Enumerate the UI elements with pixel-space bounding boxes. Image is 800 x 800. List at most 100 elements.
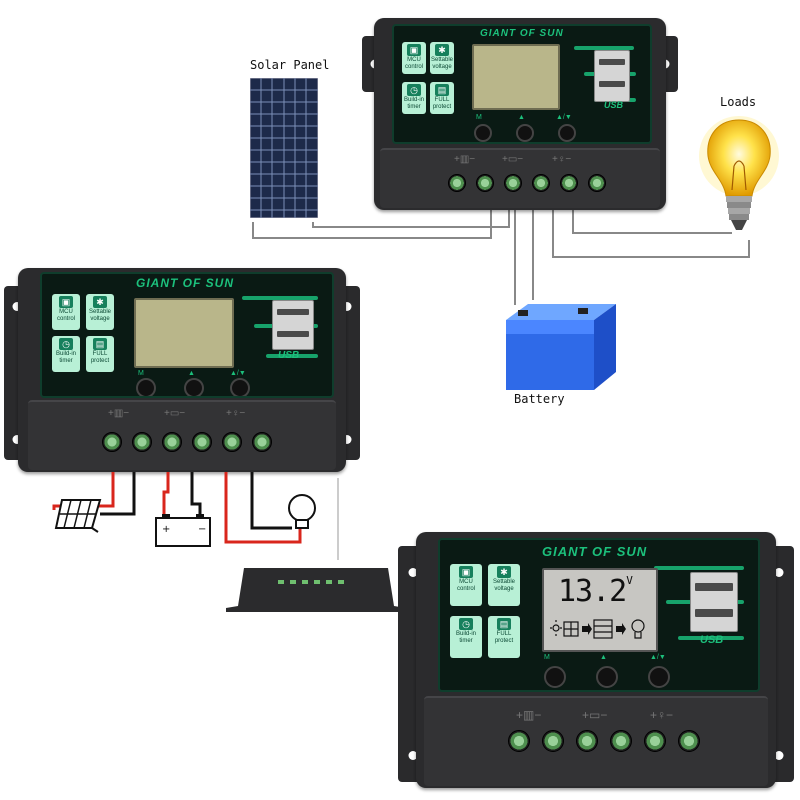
brand-label: GIANT OF SUN — [480, 28, 564, 39]
feature-tile-protect: ▤FULL protect — [430, 82, 454, 114]
down-button[interactable] — [558, 124, 576, 142]
button-label: M — [138, 370, 144, 377]
terminal-screw[interactable] — [162, 432, 182, 452]
usb-port[interactable] — [272, 300, 314, 350]
terminal-screw[interactable] — [192, 432, 212, 452]
front-panel: GIANT OF SUN ▣MCU control ✱Settable volt… — [438, 538, 760, 692]
battery-label: Battery — [514, 392, 565, 406]
terminal-screw[interactable] — [102, 432, 122, 452]
lcd-screen: 13.2V — [542, 568, 658, 652]
brand-label: GIANT OF SUN — [542, 544, 647, 559]
wire — [514, 200, 516, 305]
wire — [552, 256, 750, 258]
load-terminal-symbol: +♀− — [552, 154, 571, 165]
terminal-screw[interactable] — [560, 174, 578, 192]
solar-terminal-symbol: +▥− — [108, 408, 129, 419]
usb-port[interactable] — [594, 50, 630, 102]
terminal-screw[interactable] — [132, 432, 152, 452]
gear-icon: ✱ — [435, 44, 449, 56]
terminal-screw[interactable] — [588, 174, 606, 192]
feature-tile-mcu: ▣MCU control — [450, 564, 482, 606]
solar-terminal-symbol: +▥− — [454, 154, 475, 165]
svg-text:−: − — [198, 524, 206, 535]
up-button[interactable] — [596, 666, 618, 688]
load-terminal-symbol: +♀− — [226, 408, 245, 419]
feature-tile-timer: ◷Build-in timer — [450, 616, 482, 658]
mini-bulb-icon — [289, 495, 315, 528]
charge-controller-bottom: GIANT OF SUN ▣MCU control ✱Settable volt… — [398, 532, 794, 788]
lcd-screen — [134, 298, 234, 368]
svg-text:+: + — [162, 524, 170, 535]
lock-icon: ▤ — [497, 618, 511, 630]
terminal-screw[interactable] — [222, 432, 242, 452]
terminal-screw[interactable] — [504, 174, 522, 192]
lock-icon: ▤ — [435, 84, 449, 96]
down-button[interactable] — [648, 666, 670, 688]
clock-icon: ◷ — [459, 618, 473, 630]
gear-icon: ✱ — [497, 566, 511, 578]
chip-icon: ▣ — [407, 44, 421, 56]
charge-controller-left: GIANT OF SUN ▣MCU control ✱Settable volt… — [4, 268, 360, 472]
menu-button[interactable] — [544, 666, 566, 688]
voltage-readout: 13.2V — [558, 574, 632, 609]
feature-tile-timer: ◷Build-in timer — [402, 82, 426, 114]
wire — [532, 200, 534, 300]
terminal-screw[interactable] — [678, 730, 700, 752]
button-label: ▲/▼ — [556, 114, 572, 121]
terminal-cover-side-view — [226, 560, 406, 614]
clock-icon: ◷ — [407, 84, 421, 96]
charge-controller-top: GIANT OF SUN ▣MCU control ✱Settable volt… — [362, 18, 678, 210]
light-bulb-icon — [698, 110, 780, 245]
battery-terminal-symbol: +▭− — [164, 408, 185, 419]
gear-icon: ✱ — [93, 296, 107, 308]
clock-icon: ◷ — [59, 338, 73, 350]
feature-tile-protect: ▤FULL protect — [86, 336, 114, 372]
lcd-screen — [472, 44, 560, 110]
feature-tile-mcu: ▣MCU control — [402, 42, 426, 74]
chip-icon: ▣ — [59, 296, 73, 308]
usb-port[interactable] — [690, 572, 738, 632]
terminal-screw[interactable] — [448, 174, 466, 192]
terminal-screw[interactable] — [252, 432, 272, 452]
terminal-screw[interactable] — [532, 174, 550, 192]
battery-terminal-symbol: +▭− — [502, 154, 523, 165]
up-button[interactable] — [184, 378, 204, 398]
feature-tile-voltage: ✱Settable voltage — [430, 42, 454, 74]
terminal-screw[interactable] — [542, 730, 564, 752]
solar-panel-label: Solar Panel — [250, 58, 329, 72]
button-label: ▲/▼ — [650, 654, 666, 661]
front-panel: GIANT OF SUN ▣MCU control ✱Settable volt… — [40, 272, 334, 398]
feature-tile-timer: ◷Build-in timer — [52, 336, 80, 372]
mini-solar-panel-icon — [56, 500, 100, 532]
wiring-diagram: + − — [0, 470, 360, 560]
terminal-screw[interactable] — [576, 730, 598, 752]
battery-terminal-symbol: +▭− — [582, 708, 607, 722]
up-button[interactable] — [516, 124, 534, 142]
menu-button[interactable] — [136, 378, 156, 398]
terminal-screw[interactable] — [476, 174, 494, 192]
mini-battery-icon: + − — [156, 514, 210, 546]
solar-terminal-symbol: +▥− — [516, 708, 541, 722]
usb-label: USB — [278, 350, 299, 361]
terminal-screw[interactable] — [644, 730, 666, 752]
terminal-screw[interactable] — [610, 730, 632, 752]
lcd-status-icons — [550, 616, 650, 644]
button-label: ▲ — [188, 370, 195, 377]
menu-button[interactable] — [474, 124, 492, 142]
down-button[interactable] — [230, 378, 250, 398]
brand-label: GIANT OF SUN — [136, 276, 234, 290]
chip-icon: ▣ — [459, 566, 473, 578]
solar-panel-icon — [250, 78, 318, 218]
front-panel: GIANT OF SUN ▣MCU control ✱Settable volt… — [392, 24, 652, 144]
feature-tile-protect: ▤FULL protect — [488, 616, 520, 658]
feature-tile-voltage: ✱Settable voltage — [86, 294, 114, 330]
usb-label: USB — [604, 100, 623, 110]
voltage-unit: V — [626, 574, 632, 587]
feature-tile-voltage: ✱Settable voltage — [488, 564, 520, 606]
usb-label: USB — [700, 634, 723, 646]
accent-stripe — [654, 566, 744, 570]
lock-icon: ▤ — [93, 338, 107, 350]
terminal-screw[interactable] — [508, 730, 530, 752]
wire — [252, 237, 492, 239]
feature-tile-mcu: ▣MCU control — [52, 294, 80, 330]
